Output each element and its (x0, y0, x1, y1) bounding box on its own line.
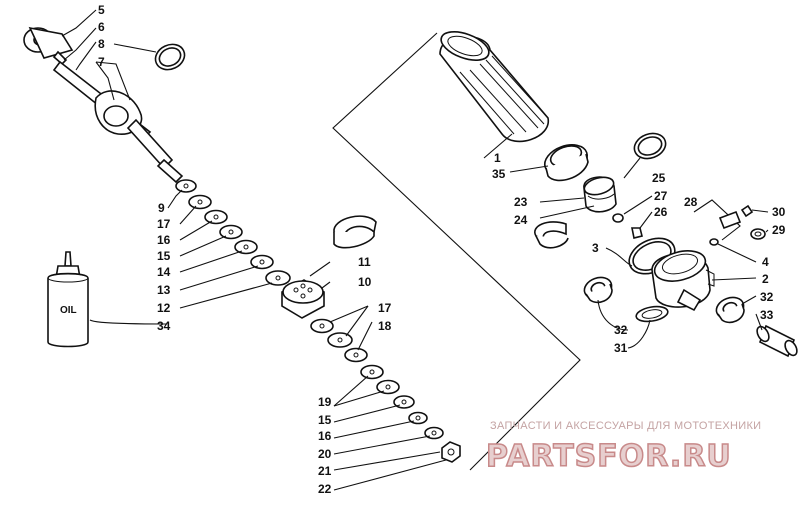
callout-10: 10 (358, 275, 372, 289)
callout-32-right: 32 (760, 290, 774, 304)
watermark: ЗАПЧАСТИ И АКСЕССУАРЫ ДЛЯ МОТОТЕХНИКИ PA… (485, 420, 761, 475)
assembly-bracket-line (332, 32, 581, 471)
shaft-assembly (23, 26, 186, 184)
callout-numbers: 5 6 8 7 9 17 16 15 14 13 12 34 11 10 17 … (98, 3, 786, 496)
callout-6: 6 (98, 20, 105, 34)
callout-32-left: 32 (614, 323, 628, 337)
callout-21: 21 (318, 464, 332, 478)
callout-30: 30 (772, 205, 786, 219)
callout-31: 31 (614, 341, 628, 355)
oil-bottle: OIL (47, 251, 89, 348)
callout-22: 22 (318, 482, 332, 496)
seal-head-parts (534, 132, 667, 249)
callout-7: 7 (98, 55, 105, 69)
lower-shim-stack (310, 318, 461, 463)
callout-2: 2 (762, 272, 769, 286)
callout-16-lower: 16 (318, 429, 332, 443)
callout-27: 27 (654, 189, 668, 203)
callout-8: 8 (98, 37, 105, 51)
callout-15-upper: 15 (157, 249, 171, 263)
callout-14: 14 (157, 265, 171, 279)
shock-body (439, 31, 549, 143)
callout-23: 23 (514, 195, 528, 209)
callout-20: 20 (318, 447, 332, 461)
callout-28: 28 (684, 195, 698, 209)
callout-17-upper: 17 (157, 217, 171, 231)
callout-29: 29 (772, 223, 786, 237)
callout-35: 35 (492, 167, 506, 181)
callout-17-lower: 17 (378, 301, 392, 315)
watermark-logo: PARTSFOR.RU (486, 439, 732, 474)
callout-16-upper: 16 (157, 233, 171, 247)
callout-25: 25 (652, 171, 666, 185)
callout-33: 33 (760, 308, 774, 322)
callout-24: 24 (514, 213, 528, 227)
callout-9: 9 (158, 201, 165, 215)
callout-5: 5 (98, 3, 105, 17)
watermark-tagline: ЗАПЧАСТИ И АКСЕССУАРЫ ДЛЯ МОТОТЕХНИКИ (490, 420, 761, 432)
callout-15-lower: 15 (318, 413, 332, 427)
callout-34: 34 (157, 319, 171, 333)
reservoir-parts (628, 199, 766, 312)
callout-19: 19 (318, 395, 332, 409)
oil-bottle-label: OIL (60, 305, 77, 316)
bushing-parts (583, 276, 798, 358)
callout-26: 26 (654, 205, 668, 219)
piston-assembly (281, 215, 377, 319)
callout-11: 11 (358, 255, 371, 269)
callout-13: 13 (157, 283, 171, 297)
callout-18: 18 (378, 319, 392, 333)
callout-4: 4 (762, 255, 769, 269)
callout-12: 12 (157, 301, 171, 315)
callout-1: 1 (494, 151, 501, 165)
leader-lines (61, 9, 769, 491)
callout-3: 3 (592, 241, 599, 255)
upper-shim-stack (175, 179, 291, 286)
